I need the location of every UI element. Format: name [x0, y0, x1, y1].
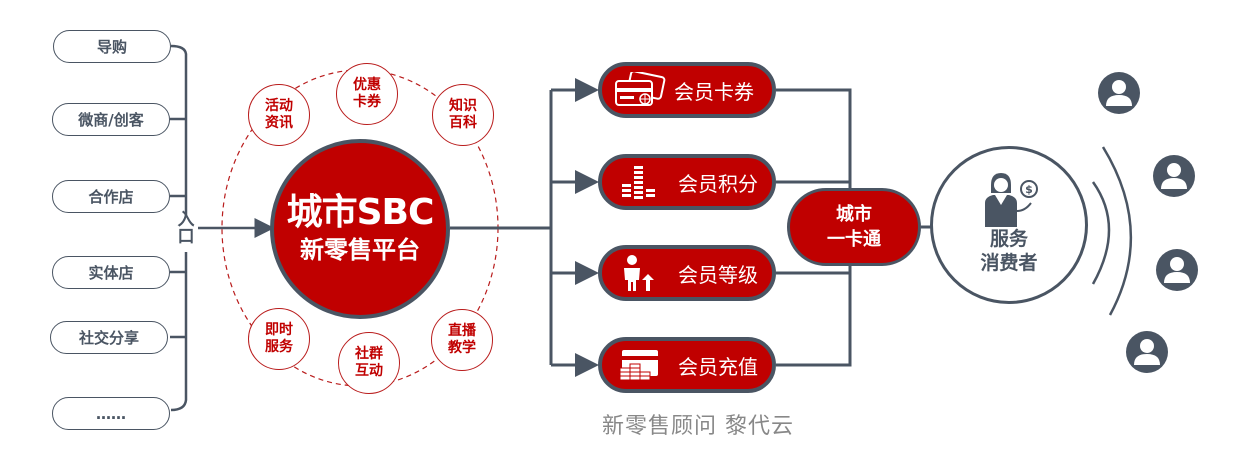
feature-label: 知识	[449, 98, 477, 114]
city-one-card[interactable]: 城市 一卡通	[787, 188, 921, 266]
feature-live-teaching[interactable]: 直播 教学	[431, 309, 493, 371]
channel-social-share[interactable]: 社交分享	[50, 321, 168, 354]
recharge-card-icon	[612, 345, 668, 385]
feature-label: 活动	[265, 98, 293, 114]
user-avatar-icon	[1156, 249, 1198, 291]
feature-label: 百科	[449, 115, 477, 131]
channel-label: 实体店	[88, 264, 134, 282]
member-points[interactable]: 会员积分	[598, 154, 776, 210]
entry-label: 入 口	[176, 212, 196, 246]
member-level[interactable]: 会员等级	[598, 245, 776, 301]
consumer-line2: 消费者	[980, 252, 1038, 274]
credit-card-icon	[612, 70, 668, 110]
hub-subtitle: 新零售平台	[300, 236, 420, 264]
feature-label: 教学	[448, 340, 476, 356]
channel-label: 合作店	[88, 188, 134, 206]
member-recharge[interactable]: 会员充值	[598, 337, 776, 393]
entry-label-char: 口	[177, 227, 195, 247]
channel-shopping-guide[interactable]: 导购	[53, 30, 171, 63]
channel-partner-store[interactable]: 合作店	[52, 180, 170, 213]
feature-label: 即时	[265, 322, 293, 338]
feature-label: 社群	[355, 346, 383, 362]
city-card-line1: 城市	[836, 204, 872, 225]
feature-label: 优惠	[353, 77, 381, 93]
feature-label: 卡券	[353, 94, 381, 110]
feature-knowledge-base[interactable]: 知识 百科	[432, 84, 494, 146]
city-card-line2: 一卡通	[827, 229, 881, 250]
feature-community[interactable]: 社群 互动	[338, 332, 400, 394]
hub-title: 城市SBC	[286, 192, 435, 233]
feature-activity-news[interactable]: 活动 资讯	[248, 84, 310, 146]
member-label: 会员卡券	[674, 79, 754, 104]
feature-label: 资讯	[265, 115, 293, 131]
service-agent-icon: $	[985, 173, 1038, 227]
channel-label: 社交分享	[78, 329, 139, 347]
entry-label-char: 入	[177, 210, 195, 230]
channel-more[interactable]: ……	[52, 397, 170, 430]
svg-text:$: $	[1025, 183, 1033, 196]
user-avatar-icon	[1098, 72, 1140, 114]
channel-label: 微商/创客	[78, 111, 144, 129]
member-label: 会员积分	[678, 171, 758, 196]
feature-label: 互动	[355, 363, 383, 379]
channel-micro-merchant[interactable]: 微商/创客	[52, 103, 170, 136]
channel-label: ……	[96, 404, 126, 423]
channel-physical-store[interactable]: 实体店	[52, 256, 170, 289]
member-label: 会员等级	[678, 262, 758, 287]
feature-coupons[interactable]: 优惠 卡券	[336, 63, 398, 125]
coin-stack-icon	[612, 162, 668, 202]
author-caption: 新零售顾问 黎代云	[602, 414, 794, 439]
member-level-up-icon	[612, 253, 668, 293]
feature-label: 服务	[265, 339, 293, 355]
member-coupons[interactable]: 会员卡券	[598, 62, 776, 118]
feature-label: 直播	[448, 323, 476, 339]
member-label: 会员充值	[678, 354, 758, 379]
user-avatar-icon	[1126, 331, 1168, 373]
serve-consumer[interactable]: $ 服务 消费者	[930, 146, 1088, 304]
user-avatar-icon	[1153, 155, 1195, 197]
channel-label: 导购	[96, 38, 127, 56]
feature-instant-service[interactable]: 即时 服务	[248, 308, 310, 370]
sbc-platform-hub[interactable]: 城市SBC 新零售平台	[270, 139, 450, 319]
consumer-line1: 服务	[989, 228, 1028, 250]
